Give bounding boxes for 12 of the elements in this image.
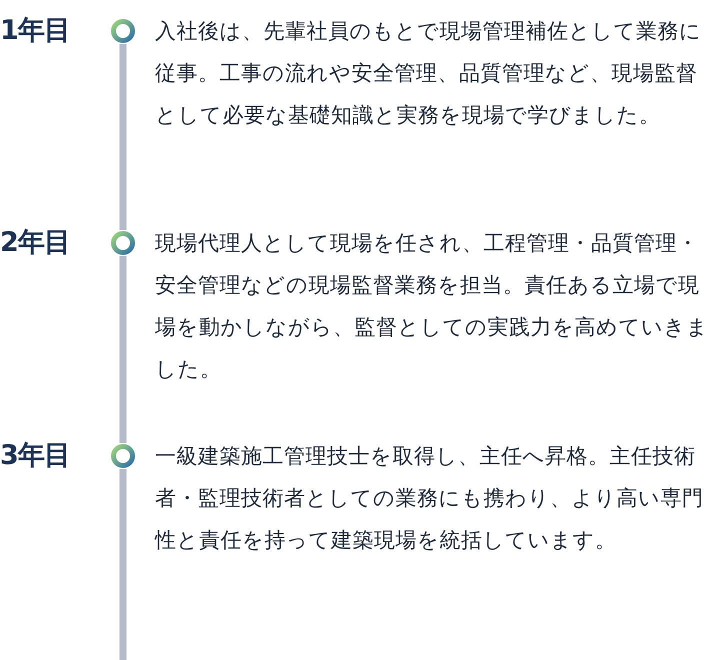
description-text: 一級建築施工管理技士を取得し、主任へ昇格。主任技術者・監理技術者としての業務にも携わり、より高い専門性と責任を持って建築現場を統括しています。 (155, 443, 704, 554)
year-label: 1年目 (0, 14, 71, 48)
timeline-line (120, 469, 126, 660)
timeline-marker (110, 18, 136, 44)
timeline-line (120, 44, 126, 230)
timeline-line (120, 256, 126, 443)
timeline-marker (110, 443, 136, 469)
description-text: 現場代理人として現場を任され、工程管理・品質管理・安全管理などの現場監督業務を担当。責任ある立場で現場を動かしながら、監督としての実践力を高めていきました。 (155, 230, 710, 383)
description-text: 入社後は、先輩社員のもとで現場管理補佐として業務に従事。工事の流れや安全管理、品質管理など、現場監督として必要な基礎知識と実務を現場で学びました。 (155, 18, 702, 129)
year-label: 3年目 (0, 439, 71, 473)
timeline-marker (110, 230, 136, 256)
year-label: 2年目 (0, 226, 71, 260)
